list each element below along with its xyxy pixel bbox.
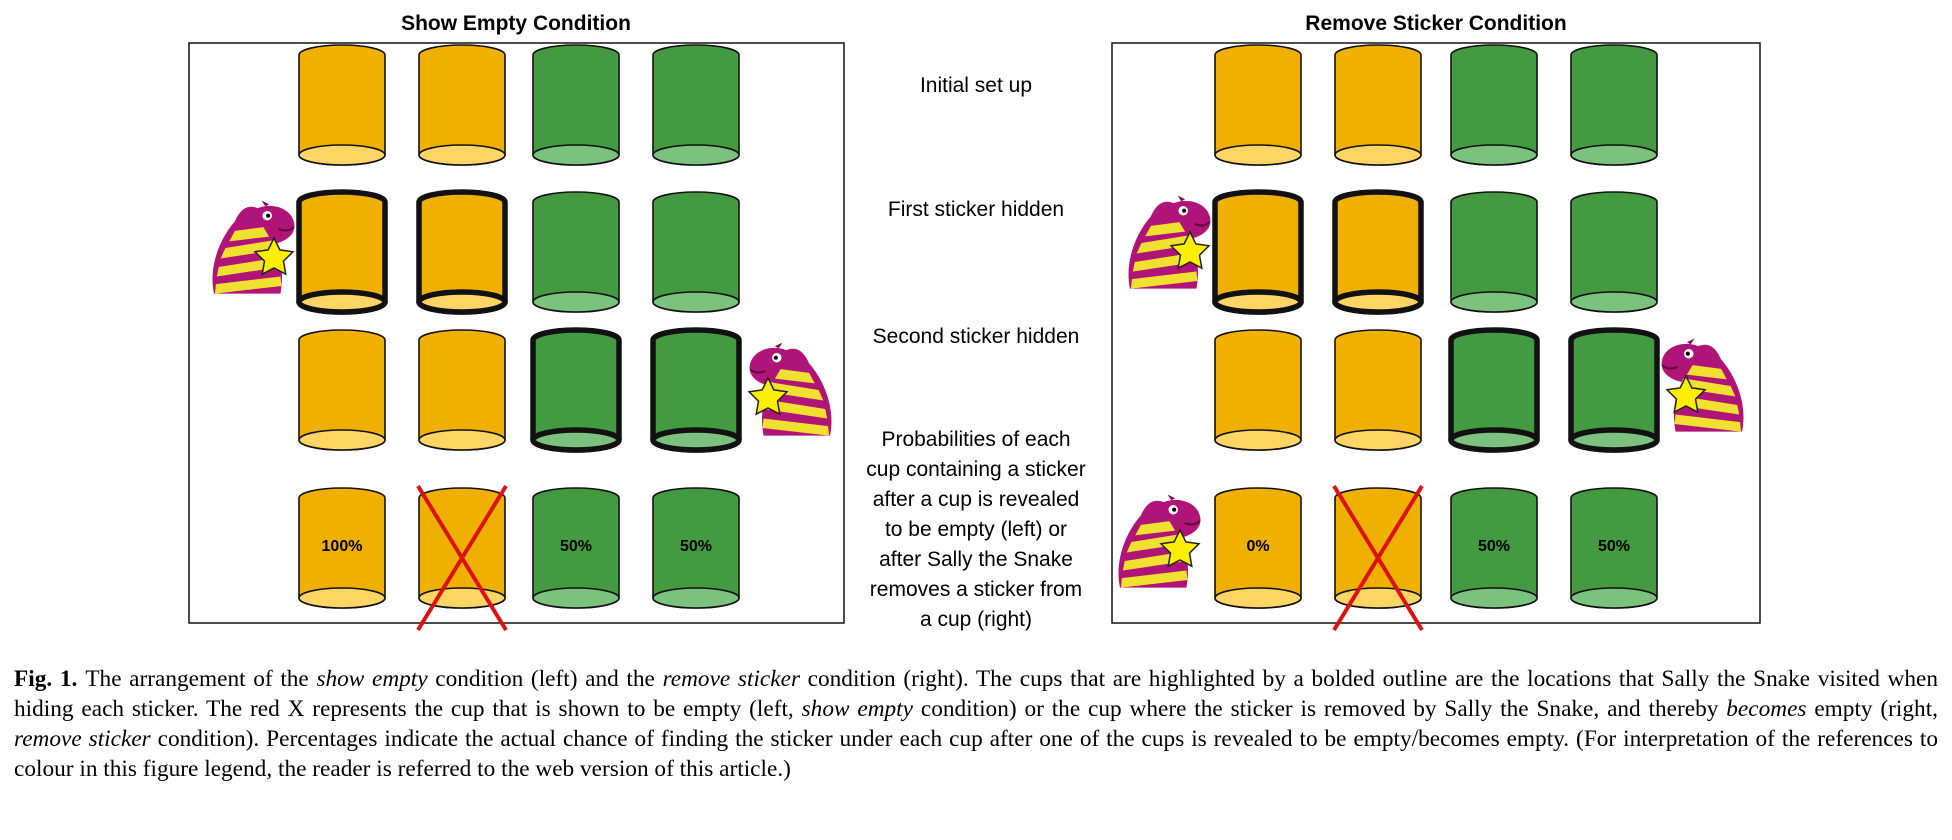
probability-label: 50% <box>560 538 592 555</box>
cup <box>418 44 506 166</box>
row-label-line: Initial set up <box>920 74 1032 97</box>
cup <box>530 327 622 453</box>
caption-segment: condition (left) and the <box>427 666 663 692</box>
caption-segment: condition (right). The cups that are hig… <box>14 666 1938 722</box>
cup <box>652 44 740 166</box>
caption-emphasis: remove sticker <box>14 726 151 752</box>
cup-row-1 <box>298 44 740 166</box>
caption-emphasis: show empty <box>316 666 428 692</box>
cup <box>532 191 620 313</box>
row-label: First sticker hidden <box>888 198 1064 221</box>
row-label-line: First sticker hidden <box>888 198 1064 221</box>
cup-row-2 <box>1212 189 1658 315</box>
cup <box>1332 189 1424 315</box>
cup <box>652 487 740 609</box>
row-label: Second sticker hidden <box>873 325 1080 348</box>
cup <box>1214 44 1302 166</box>
panel-frame <box>188 42 845 624</box>
cup <box>532 487 620 609</box>
panel-show-empty: Show Empty Condition 100% 50% 50% <box>188 12 845 632</box>
row-label-line: Second sticker hidden <box>873 325 1080 348</box>
probability-label: 50% <box>680 538 712 555</box>
cup <box>418 329 506 451</box>
panel-title: Show Empty Condition <box>401 12 631 35</box>
row-label-line: after Sally the Snake <box>879 548 1073 571</box>
panel-remove-sticker: Remove Sticker Condition 0% 50% 50% <box>1111 12 1761 632</box>
caption-emphasis: becomes <box>1726 696 1807 722</box>
figure-label: Fig. 1. <box>14 666 78 692</box>
cup <box>1334 44 1422 166</box>
panel-title: Remove Sticker Condition <box>1305 12 1566 35</box>
row-label-line: a cup (right) <box>920 608 1032 631</box>
row-label-line: after a cup is revealed <box>873 488 1080 511</box>
row-label-line: cup containing a sticker <box>866 458 1085 481</box>
figure-caption: Fig. 1.The arrangement of the show empty… <box>14 664 1938 784</box>
cup <box>1450 44 1538 166</box>
cup <box>532 44 620 166</box>
cup <box>1570 487 1658 609</box>
cup <box>1214 487 1302 609</box>
cup <box>1568 327 1660 453</box>
cup <box>1570 44 1658 166</box>
cup <box>650 327 742 453</box>
snake-puppet-icon <box>211 199 296 295</box>
probability-label: 50% <box>1478 538 1510 555</box>
cup <box>1214 329 1302 451</box>
caption-segment: empty (right, <box>1806 696 1938 722</box>
cup <box>1448 327 1540 453</box>
cup <box>1450 191 1538 313</box>
red-x-icon <box>1332 484 1424 632</box>
snake-puppet-icon <box>1127 194 1212 290</box>
cup <box>1570 191 1658 313</box>
probability-label: 50% <box>1598 538 1630 555</box>
row-label-line: removes a sticker from <box>870 578 1082 601</box>
cup <box>298 44 386 166</box>
cup <box>298 487 386 609</box>
caption-segment: condition) or the cup where the sticker … <box>913 696 1727 722</box>
row-label-line: to be empty (left) or <box>885 518 1067 541</box>
cup <box>298 329 386 451</box>
cup-row-3 <box>1214 327 1660 453</box>
caption-emphasis: show empty <box>801 696 913 722</box>
cup-row-3 <box>298 327 742 453</box>
cup <box>1450 487 1538 609</box>
caption-text: The arrangement of the show empty condit… <box>14 666 1938 782</box>
probability-label: 100% <box>322 538 363 555</box>
snake-puppet-icon <box>1117 493 1202 589</box>
cup-row-4: 100% 50% 50% <box>298 484 740 632</box>
snake-puppet-icon <box>1660 337 1745 433</box>
cup <box>296 189 388 315</box>
panel-frame <box>1111 42 1761 624</box>
cup <box>652 191 740 313</box>
row-label: Initial set up <box>920 74 1032 97</box>
cup <box>416 189 508 315</box>
red-x-icon <box>416 484 508 632</box>
cup-row-4: 0% 50% 50% <box>1214 484 1658 632</box>
cup <box>1334 329 1422 451</box>
cup-row-1 <box>1214 44 1658 166</box>
caption-segment: condition). Percentages indicate the act… <box>14 726 1938 782</box>
row-label-line: Probabilities of each <box>881 428 1070 451</box>
probability-label: 0% <box>1246 538 1269 555</box>
caption-emphasis: remove sticker <box>662 666 801 692</box>
cup <box>1212 189 1304 315</box>
caption-segment: The arrangement of the <box>85 666 317 692</box>
cup-row-2 <box>296 189 740 315</box>
row-label: Probabilities of each cup containing a st… <box>866 428 1085 631</box>
